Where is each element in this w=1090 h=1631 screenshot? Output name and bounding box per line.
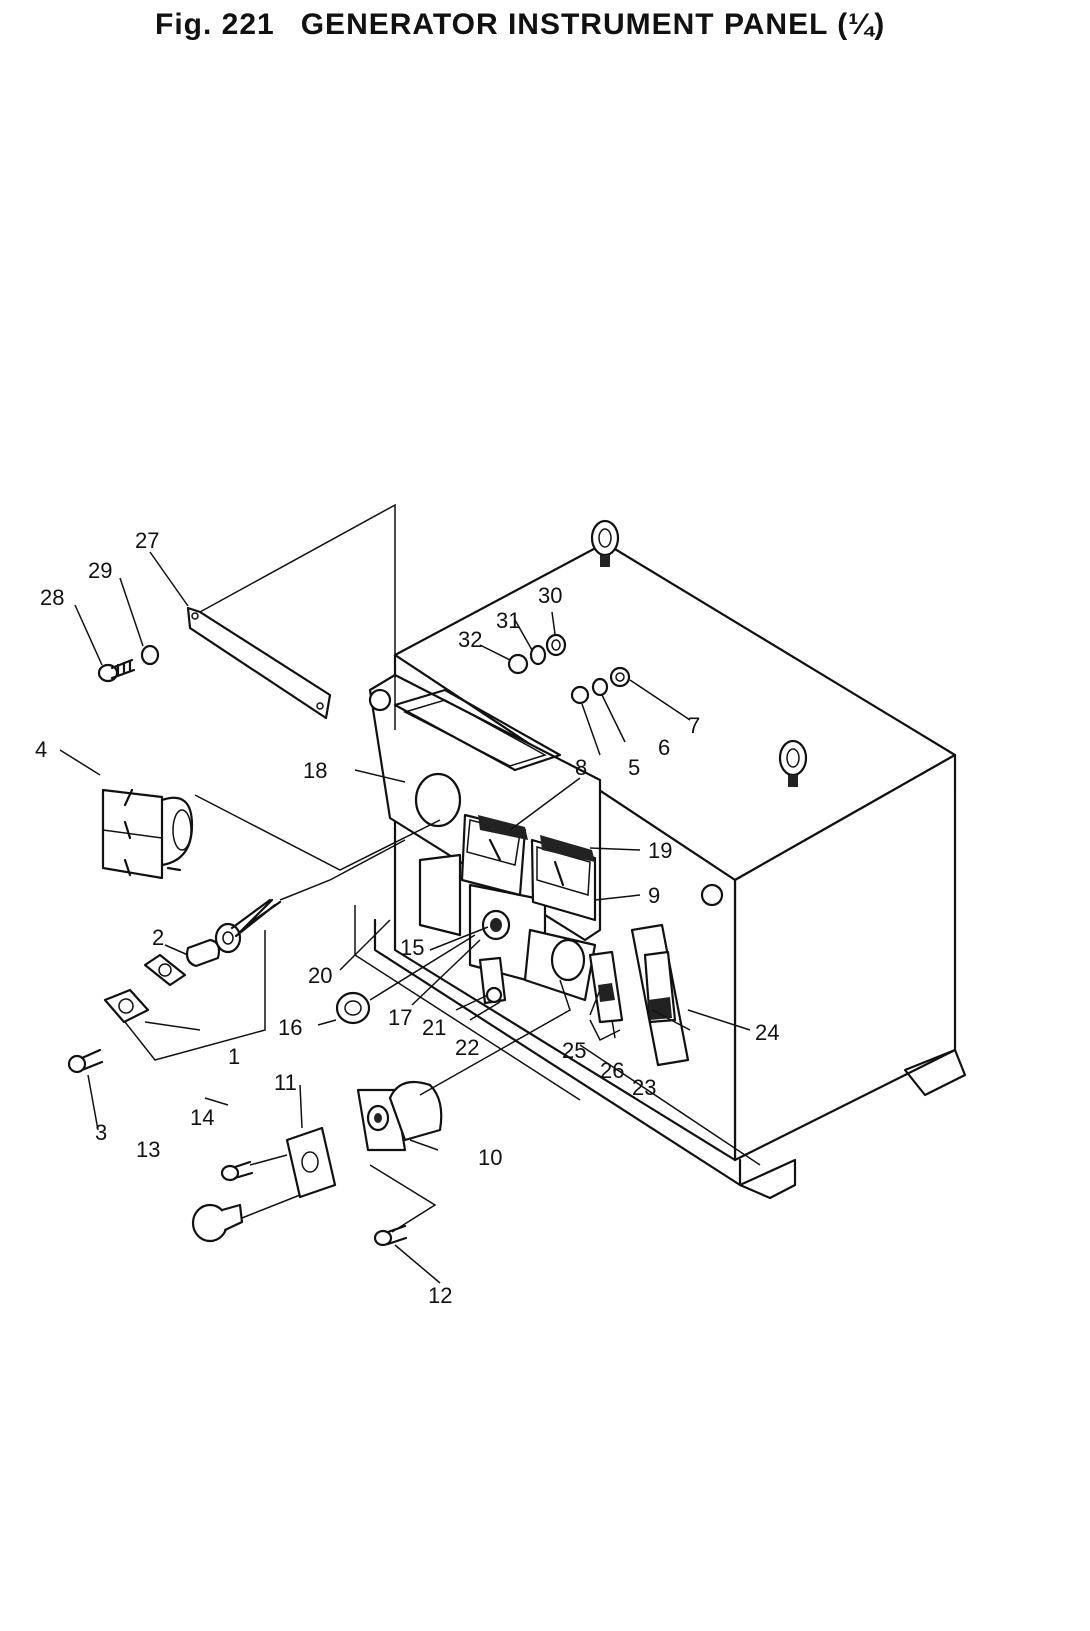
- switch-15: [481, 909, 511, 941]
- callout-11: 11: [274, 1070, 297, 1095]
- bolt-28: [97, 658, 136, 683]
- callout-12: 12: [428, 1283, 452, 1308]
- housing-bolt: [700, 883, 724, 907]
- callout-10: 10: [478, 1145, 502, 1170]
- callout-labels: 1 2 3 4 5 6 7 8 9 10 11 12 13 14 15 16 1…: [35, 528, 779, 1308]
- callout-24: 24: [755, 1020, 779, 1045]
- plate-11: [285, 1126, 337, 1199]
- callout-32: 32: [458, 627, 482, 652]
- sensor-2: [185, 898, 282, 968]
- figure-title: Fig. 221 GENERATOR INSTRUMENT PANEL (¼): [155, 8, 885, 42]
- switch-hole: [550, 938, 586, 982]
- bolt-14: [220, 1160, 254, 1182]
- leader-lines: [124, 794, 761, 1233]
- base-rail-foot-front: [738, 1158, 797, 1200]
- callout-5: 5: [628, 755, 640, 780]
- meter-8: [460, 813, 528, 897]
- part-10: [356, 1080, 443, 1152]
- meter-4: [101, 788, 194, 880]
- callout-31: 31: [496, 608, 520, 633]
- panel-lower-left-plate: [418, 853, 462, 937]
- callout-19: 19: [648, 838, 672, 863]
- callout-7: 7: [688, 713, 700, 738]
- callout-29: 29: [88, 558, 112, 583]
- nut-30: [545, 633, 567, 657]
- figure-title-text: GENERATOR INSTRUMENT PANEL (¼): [300, 8, 886, 41]
- gasket-1: [143, 953, 187, 987]
- callout-28: 28: [40, 585, 64, 610]
- callout-9: 9: [648, 883, 660, 908]
- callout-4: 4: [35, 737, 47, 762]
- callout-20: 20: [308, 963, 332, 988]
- lifting-eye-left: [590, 519, 620, 567]
- callout-22: 22: [455, 1035, 479, 1060]
- callout-17: 17: [388, 1005, 412, 1030]
- washer-5: [570, 685, 590, 705]
- callout-16: 16: [278, 1015, 302, 1040]
- base-rail-foot-right: [903, 1048, 967, 1097]
- meter-9: [530, 835, 597, 922]
- indicator-21: [478, 956, 507, 1005]
- lifting-eye-right: [778, 739, 808, 787]
- nut-7: [609, 666, 631, 688]
- callout-27: 27: [135, 528, 159, 553]
- callout-6: 6: [658, 735, 670, 760]
- washer-31: [529, 644, 547, 666]
- callout-23: 23: [632, 1075, 656, 1100]
- callout-8: 8: [575, 755, 587, 780]
- bolt-12: [373, 1224, 408, 1247]
- figure-number: Fig. 221: [155, 8, 275, 41]
- callout-14: 14: [190, 1105, 214, 1130]
- washer-6: [591, 677, 609, 697]
- washer-29: [140, 644, 160, 666]
- callout-21: 21: [422, 1015, 446, 1040]
- callout-pointers: [59, 551, 751, 1284]
- switch-plate-24: [630, 923, 690, 1067]
- knob-13: [191, 1203, 244, 1243]
- callout-3: 3: [95, 1120, 107, 1145]
- washer-32: [507, 653, 529, 675]
- bracket-plate-27: [186, 503, 396, 730]
- callout-1: 1: [228, 1044, 240, 1069]
- callout-2: 2: [152, 925, 164, 950]
- callout-26: 26: [600, 1058, 624, 1083]
- callout-18: 18: [303, 758, 327, 783]
- callout-13: 13: [136, 1137, 160, 1162]
- flange-1: [103, 988, 150, 1024]
- callout-15: 15: [400, 935, 424, 960]
- callout-30: 30: [538, 583, 562, 608]
- bolt-3: [67, 1048, 104, 1074]
- knob-16: [335, 991, 371, 1025]
- meter-hole: [414, 772, 462, 828]
- callout-25: 25: [562, 1038, 586, 1063]
